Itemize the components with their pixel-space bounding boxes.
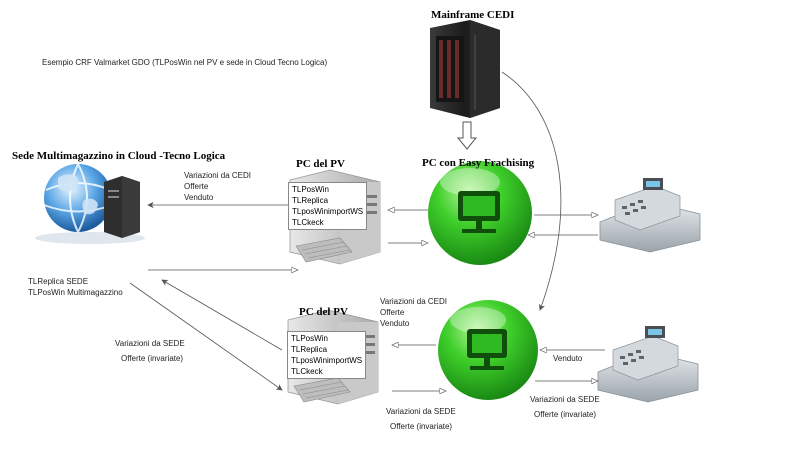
connection-lines bbox=[129, 71, 605, 391]
sede-title: Sede Multimagazzino in Cloud -Tecno Logi… bbox=[12, 150, 226, 162]
label-from-sede-left: Variazioni da SEDE Offerte (invariate) bbox=[115, 339, 185, 363]
label-sede-apps: TLReplica SEDE TLPosWin Multimagazzino bbox=[28, 277, 123, 297]
pc2-app: TLReplica bbox=[291, 345, 328, 354]
cash-register-icon-1 bbox=[599, 178, 701, 253]
pc2-app: TLposWinimportWS bbox=[291, 356, 363, 365]
label-to-sede: Variazioni da CEDI Offerte Venduto bbox=[184, 171, 251, 202]
label-register-bottom: Variazioni da SEDE Offerte (invariate) bbox=[530, 395, 600, 419]
label-pc2-bottom: Variazioni da SEDE Offerte (invariate) bbox=[386, 407, 456, 431]
label-venduto: Venduto bbox=[553, 354, 583, 363]
pc2-app: TLCkeck bbox=[291, 367, 323, 376]
diagram-note: Esempio CRF Valmarket GDO (TLPosWin nel … bbox=[42, 58, 328, 67]
easy-franchising-node-icon bbox=[428, 161, 532, 265]
label-pc2-top: Variazioni da CEDI Offerte Venduto bbox=[380, 297, 447, 328]
pc1-app: TLPosWin bbox=[292, 185, 329, 194]
pc2-title: PC del PV bbox=[299, 306, 348, 318]
pv-node-icon-2 bbox=[438, 300, 538, 400]
easy-title: PC con Easy Frachising bbox=[422, 157, 535, 169]
pc2-app: TLPosWin bbox=[291, 334, 328, 343]
mainframe-down-arrow bbox=[456, 121, 478, 150]
pc1-app: TLCkeck bbox=[292, 218, 324, 227]
pc1-app: TLReplica bbox=[292, 196, 329, 205]
cash-register-icon-2 bbox=[597, 326, 699, 403]
mainframe-icon bbox=[430, 20, 500, 118]
pc1-app: TLposWinimportWS bbox=[292, 207, 364, 216]
cloud-server-icon bbox=[35, 163, 145, 244]
pc1-title: PC del PV bbox=[296, 158, 345, 170]
pc1-app-list: TLPosWin TLReplica TLposWinimportWS TLCk… bbox=[288, 182, 368, 230]
mainframe-title: Mainframe CEDI bbox=[431, 9, 515, 21]
pc2-app-list: TLPosWin TLReplica TLposWinimportWS TLCk… bbox=[287, 331, 367, 379]
